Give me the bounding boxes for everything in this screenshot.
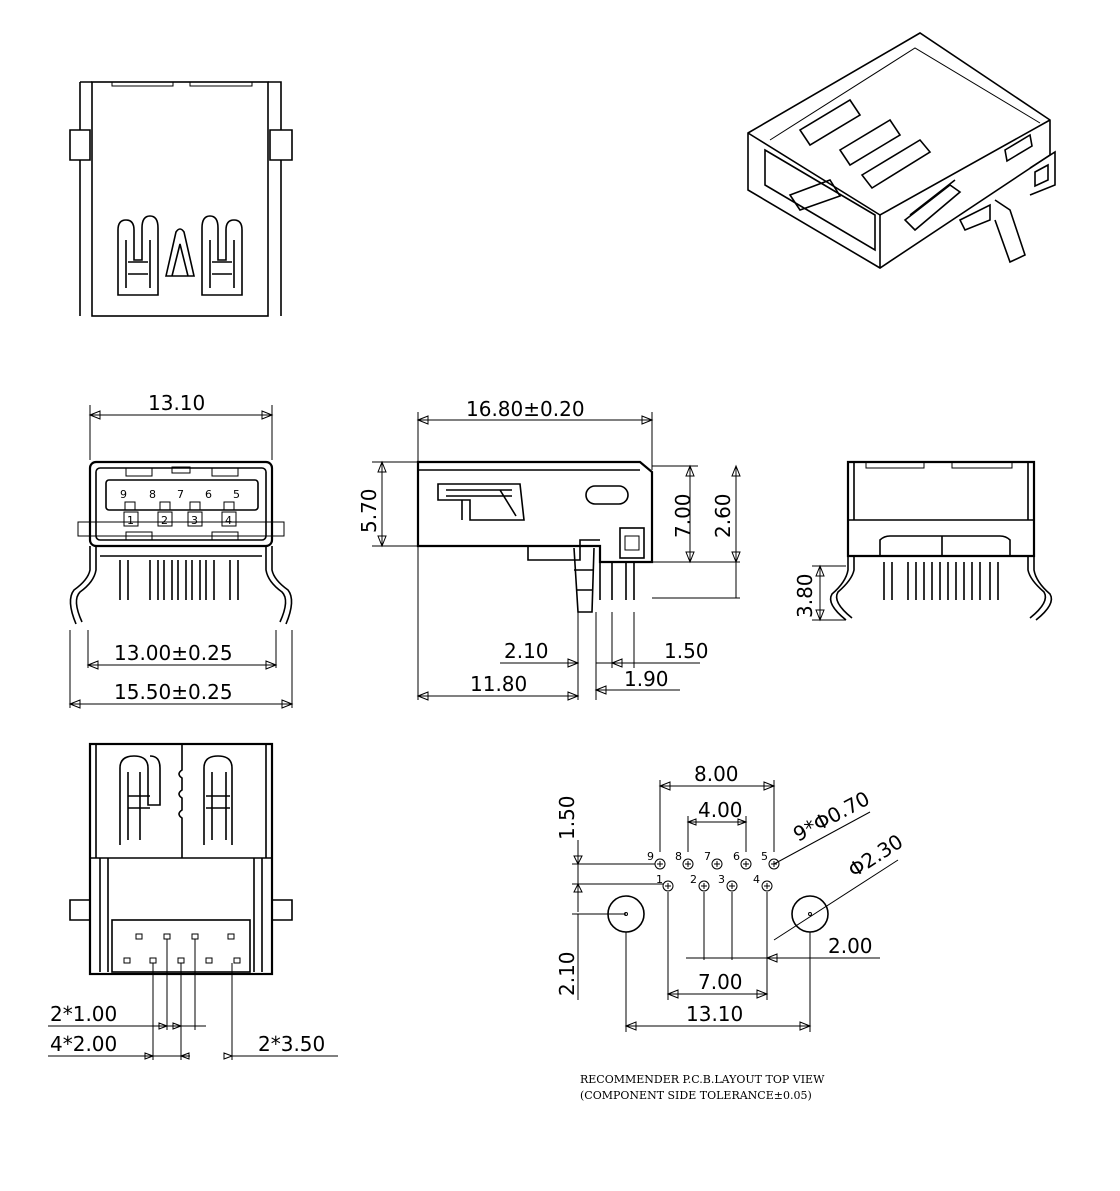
dim-bottom-outer: 2*3.50 — [258, 1032, 325, 1056]
dim-pcb-inner-span: 4.00 — [698, 798, 743, 822]
view-isometric — [747, 32, 1056, 269]
pcb-pin-6: 6 — [733, 850, 740, 863]
pcb-pin-9: 9 — [647, 850, 654, 863]
dim-leg-span: 13.00±0.25 — [114, 641, 233, 665]
dim-bottom-pitch: 4*2.00 — [50, 1032, 117, 1056]
pin-label-3: 3 — [191, 514, 198, 527]
dim-pin-gap: 1.90 — [624, 667, 669, 691]
dim-overall-width: 15.50±0.25 — [114, 680, 233, 704]
pin-label-4: 4 — [225, 514, 232, 527]
dim-pcb-row-gap: 1.50 — [555, 795, 579, 840]
dim-pcb-lower-span: 7.00 — [698, 970, 743, 994]
dim-pin-offset: 2.10 — [504, 639, 549, 663]
pin-label-5: 5 — [233, 488, 240, 501]
pin-label-6: 6 — [205, 488, 212, 501]
dim-rear-leg: 3.80 — [793, 573, 817, 618]
dim-pcb-offset: 2.00 — [828, 934, 873, 958]
view-front-top — [69, 81, 293, 317]
view-front: 13.10 9 8 7 6 5 1 2 3 4 13.00±0.25 — [68, 391, 294, 709]
view-rear: 3.80 — [793, 460, 1053, 622]
pin-label-1: 1 — [127, 514, 134, 527]
dim-pin-depth: 11.80 — [470, 672, 527, 696]
pin-label-8: 8 — [149, 488, 156, 501]
view-bottom: 2*1.00 4*2.00 2*3.50 — [48, 742, 338, 1060]
pcb-pin-1: 1 — [656, 873, 663, 886]
layout-note-line2: (COMPONENT SIDE TOLERANCE±0.05) — [580, 1089, 812, 1102]
pin-label-9: 9 — [120, 488, 127, 501]
pcb-pin-5: 5 — [761, 850, 768, 863]
pcb-pin-4: 4 — [753, 873, 760, 886]
pin-label-7: 7 — [177, 488, 184, 501]
pin-label-2: 2 — [161, 514, 168, 527]
view-pcb-layout: 8.00 4.00 1.50 2.10 9 8 7 6 5 1 2 3 4 — [555, 762, 907, 1032]
layout-note-line1: RECOMMENDER P.C.B.LAYOUT TOP VIEW — [580, 1073, 825, 1086]
dim-side-total-height: 7.00 — [671, 493, 695, 538]
pcb-pin-7: 7 — [704, 850, 711, 863]
dim-pin-pitch: 1.50 — [664, 639, 709, 663]
dim-bottom-pitch-small: 2*1.00 — [50, 1002, 117, 1026]
pcb-pin-3: 3 — [718, 873, 725, 886]
view-side: 16.80±0.20 5.70 7.00 2.60 2.10 1.50 11.8… — [357, 397, 741, 701]
dim-side-length: 16.80±0.20 — [466, 397, 585, 421]
dim-pcb-row-span: 8.00 — [694, 762, 739, 786]
dim-pcb-height: 2.10 — [555, 951, 579, 996]
dim-side-height: 5.70 — [357, 488, 381, 533]
dim-pcb-total: 13.10 — [686, 1002, 743, 1026]
dim-side-upper: 2.60 — [711, 493, 735, 538]
dim-front-width: 13.10 — [148, 391, 205, 415]
pcb-pin-2: 2 — [690, 873, 697, 886]
pcb-pin-8: 8 — [675, 850, 682, 863]
layout-note: RECOMMENDER P.C.B.LAYOUT TOP VIEW (COMPO… — [580, 1072, 880, 1104]
